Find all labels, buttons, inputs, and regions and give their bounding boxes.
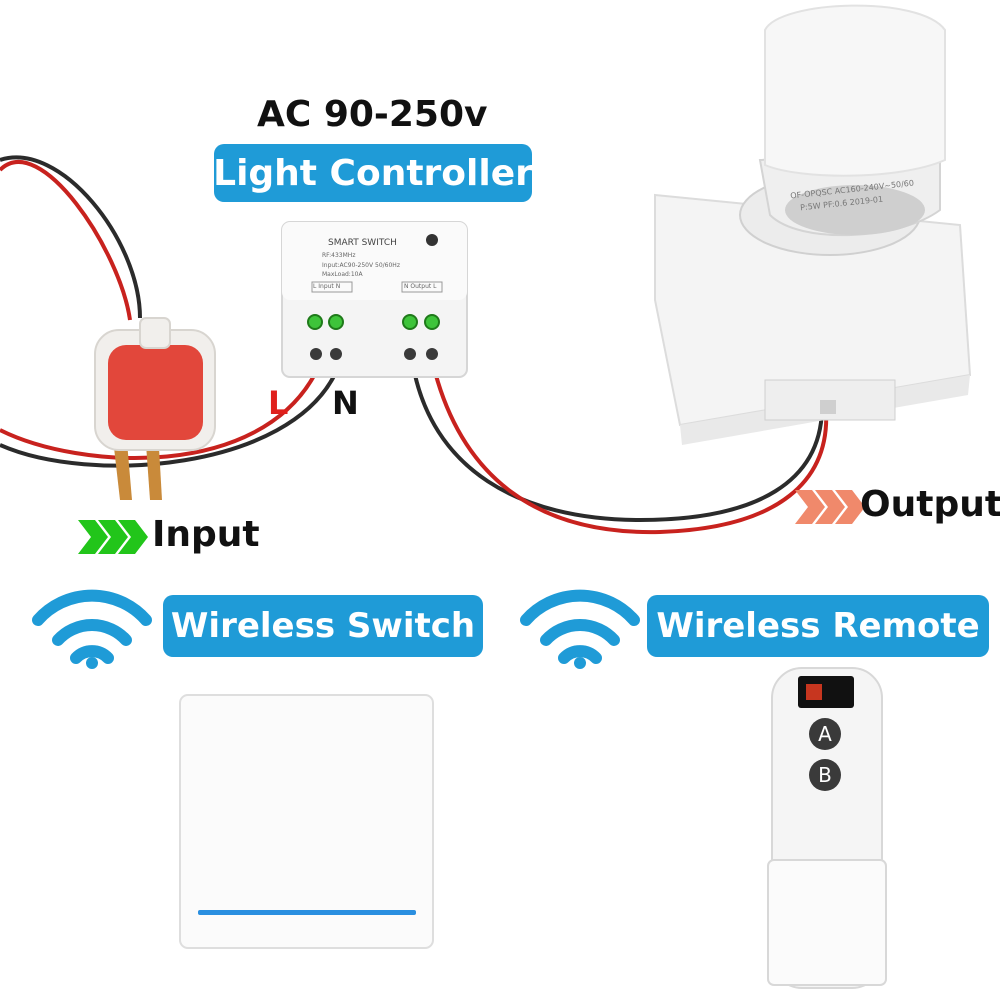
neutral-label: N <box>332 384 359 422</box>
lamp-holder <box>654 174 972 445</box>
light-bulb <box>758 4 946 237</box>
output-cable-black <box>410 359 824 523</box>
module-input-rating: Input:AC90-250V 50/60Hz <box>322 262 400 269</box>
module-brand: SMART SWITCH <box>328 238 397 248</box>
input-cable-red-2 <box>0 371 318 460</box>
wireless-switch-label: Wireless Switch <box>163 595 483 657</box>
wireless-remote-device <box>767 667 887 989</box>
remote-button-b: B <box>818 763 832 787</box>
output-cable-red <box>430 359 829 535</box>
remote-button-a: A <box>818 722 832 746</box>
output-label: Output <box>860 484 1000 525</box>
line-label: L <box>268 384 289 422</box>
output-arrows-icon <box>795 490 865 524</box>
wifi-icon <box>520 589 640 669</box>
controller-module <box>281 221 468 378</box>
input-cable-black <box>0 155 142 319</box>
power-plug <box>94 317 216 500</box>
input-cable-red <box>0 160 132 321</box>
module-left-terminal: L Input N <box>313 283 341 290</box>
wireless-remote-label: Wireless Remote <box>647 595 989 657</box>
wifi-icon <box>32 589 152 669</box>
module-frequency: RF:433MHz <box>322 252 356 259</box>
input-arrows-icon <box>78 520 148 554</box>
wireless-wall-switch <box>179 694 434 949</box>
voltage-label: AC 90-250v <box>257 94 488 135</box>
module-right-terminal: N Output L <box>404 283 437 290</box>
input-cable-black-2 <box>0 371 338 468</box>
controller-label: Light Controller <box>213 144 533 202</box>
module-max-load: MaxLoad:10A <box>322 271 363 278</box>
input-label: Input <box>152 514 260 555</box>
